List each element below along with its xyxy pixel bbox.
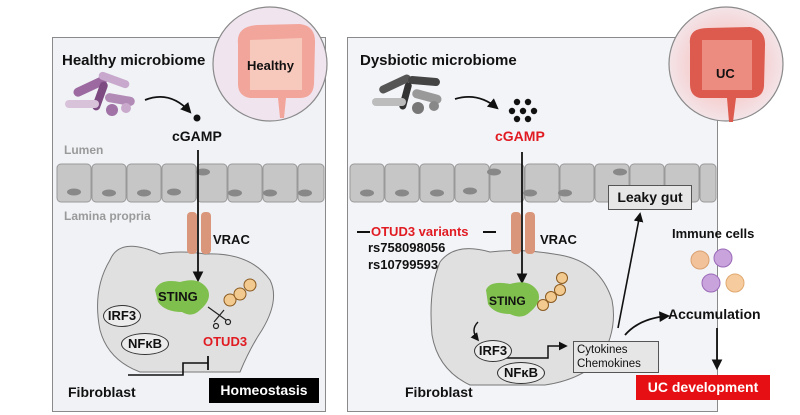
healthy-nfkb-oval: NFκB	[121, 333, 169, 355]
sting-to-irf3-arrow	[470, 321, 480, 342]
dysbiotic-cgamp-label: cGAMP	[495, 128, 545, 144]
healthy-vrac-label: VRAC	[213, 232, 250, 247]
variant-item: rs10799593	[368, 257, 439, 272]
healthy-release-arrow	[144, 96, 192, 114]
lamina-propria-label: Lamina propria	[64, 209, 151, 223]
dysbiotic-fibroblast-label: Fibroblast	[405, 384, 473, 400]
uc-development-box: UC development	[636, 375, 770, 400]
healthy-bacteria-icon	[65, 71, 135, 116]
healthy-colon-icon	[212, 6, 328, 122]
homeostasis-box: Homeostasis	[209, 378, 319, 403]
variant-item: rs758098056	[368, 240, 446, 255]
healthy-epithelium	[56, 163, 325, 203]
healthy-sting-protein	[155, 280, 209, 315]
cgamp-dot	[193, 114, 201, 122]
cytokines-chemokines-box: Cytokines Chemokines	[573, 341, 659, 373]
lumen-label: Lumen	[64, 143, 104, 157]
healthy-fibroblast-label: Fibroblast	[68, 384, 136, 400]
healthy-irf3-oval: IRF3	[103, 305, 141, 327]
immune-cells-icon	[690, 248, 745, 293]
healthy-sting-label: STING	[158, 289, 198, 304]
dysbiotic-nfkb-oval: NFκB	[497, 362, 545, 384]
healthy-badge-label: Healthy	[247, 58, 294, 73]
otud3-label: OTUD3	[203, 334, 248, 349]
dysbiotic-ubiquitin-chain-icon	[537, 272, 568, 311]
leaky-gut-box: Leaky gut	[608, 185, 692, 210]
dysbiotic-sting-protein	[486, 282, 539, 317]
healthy-inhibition-line	[128, 362, 208, 376]
uc-colon-icon	[668, 6, 784, 122]
dysbiotic-bacteria-icon	[372, 74, 442, 114]
healthy-panel-title: Healthy microbiome	[62, 52, 206, 69]
transcription-arrow	[490, 341, 568, 359]
cytokines-label: Cytokines	[577, 344, 628, 356]
chemokines-label: Chemokines	[577, 358, 641, 370]
dysbiotic-vrac-label: VRAC	[540, 232, 577, 247]
otud3-variants-title: OTUD3 variants	[371, 224, 469, 239]
leaky-gut-arrow	[617, 212, 644, 329]
dysbiotic-vrac-channel-icon	[511, 212, 535, 254]
dysbiotic-release-arrow	[454, 96, 499, 110]
dysbiotic-sting-label: STING	[489, 294, 526, 308]
cgamp-cluster-icon	[508, 98, 538, 123]
healthy-cgamp-label: cGAMP	[172, 128, 222, 144]
dysbiotic-panel-title: Dysbiotic microbiome	[360, 52, 517, 69]
dysbiotic-irf3-oval: IRF3	[474, 340, 512, 362]
accumulation-arrow	[624, 311, 671, 336]
healthy-vrac-channel-icon	[187, 212, 211, 254]
healthy-ubiquitin-chain-icon	[223, 278, 257, 307]
uc-badge-label: UC	[716, 66, 735, 81]
scissors-icon	[207, 306, 232, 330]
accumulation-label: Accumulation	[668, 306, 761, 322]
immune-cells-label: Immune cells	[672, 226, 755, 241]
